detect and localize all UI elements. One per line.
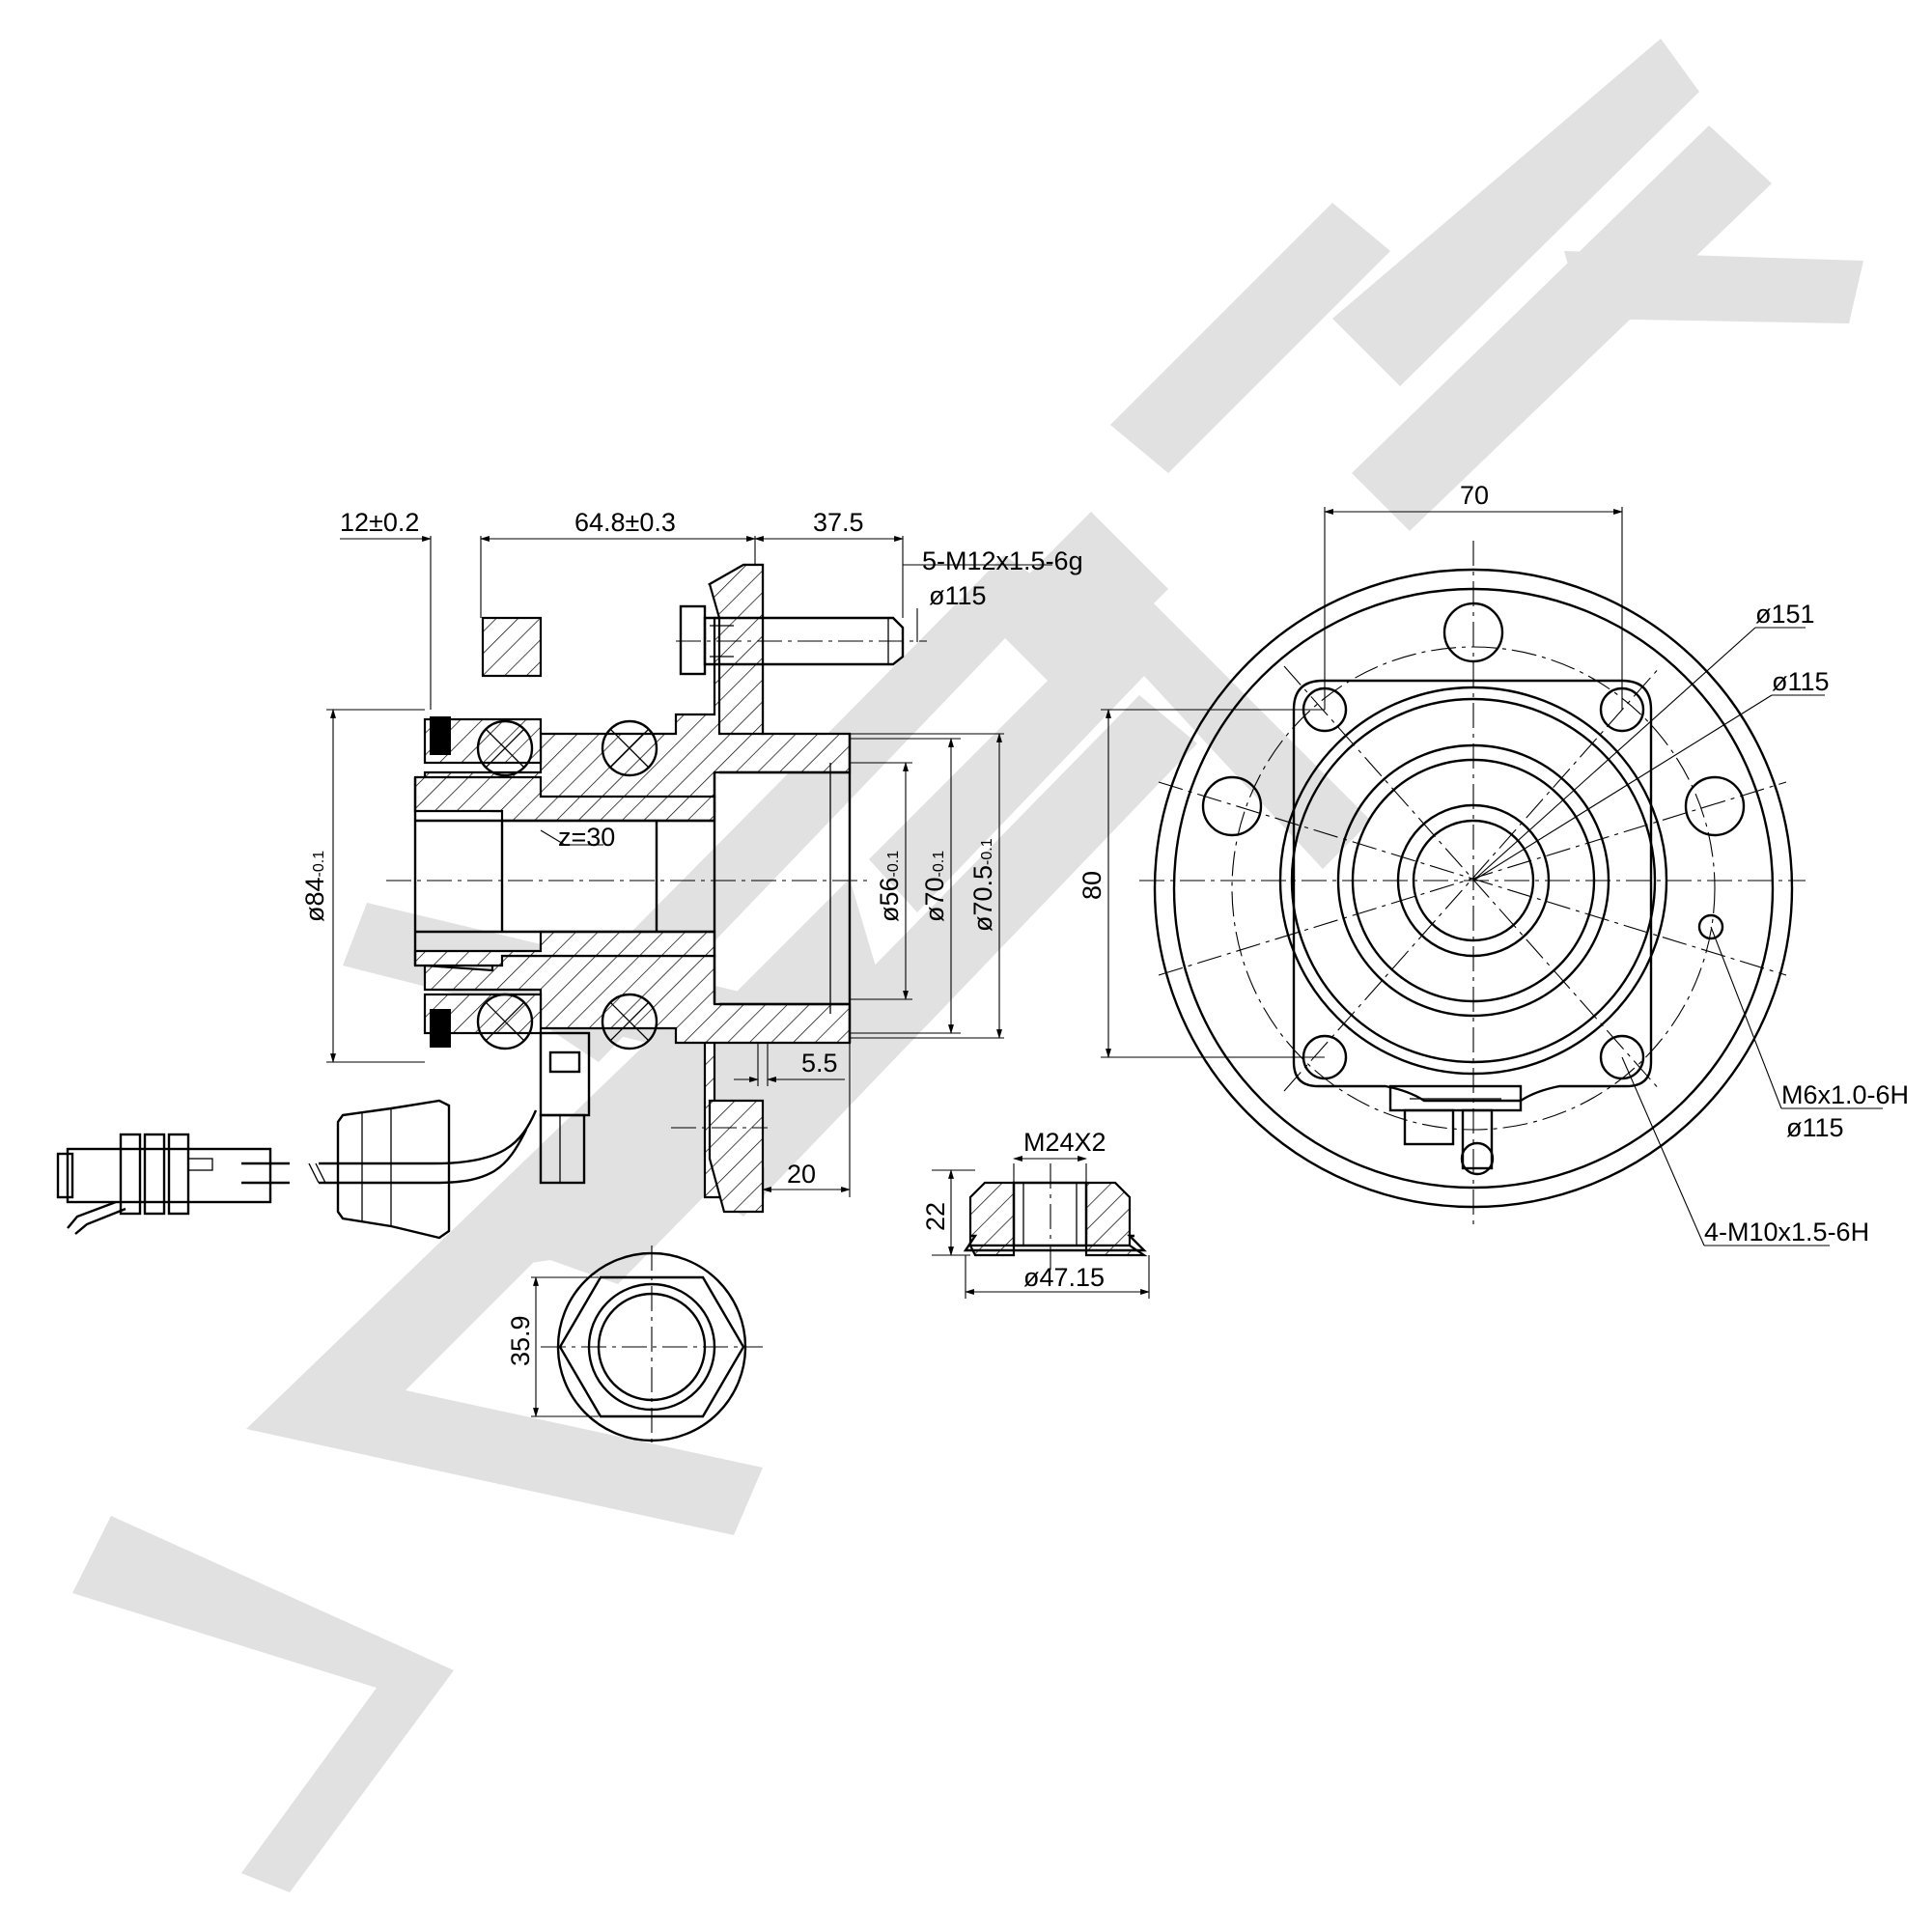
dim-flange-thickness: 20 — [787, 1160, 816, 1189]
dim-abs-teeth: z=30 — [558, 823, 615, 852]
dim-flange-step: 5.5 — [801, 1049, 838, 1078]
dim-sensor-circle: ø115 — [1786, 1113, 1844, 1142]
dim-flange-offset: 12±0.2 — [340, 508, 419, 537]
dim-stud-length: 37.5 — [813, 508, 864, 537]
watermark-logo — [72, 39, 1863, 1892]
dim-mount-spacing-h: 70 — [1460, 481, 1489, 510]
dim-nut-thread: M24X2 — [1023, 1128, 1106, 1157]
wheel-stud — [679, 604, 905, 676]
dim-bearing-width: 64.8±0.3 — [574, 508, 676, 537]
dim-mount-spacing-v: 80 — [1078, 871, 1106, 900]
dim-pilot-inner: ø56-0.1 — [875, 851, 904, 922]
seal-lower — [430, 1009, 451, 1048]
bearing-ball-lower-left — [476, 993, 534, 1050]
dim-nut-flange-diameter: ø47.15 — [1023, 1263, 1105, 1292]
nut-side-view: M24X2 22 ø47.15 — [921, 1128, 1150, 1299]
dim-pilot-mid: ø70-0.1 — [920, 851, 949, 922]
side-section-view — [386, 563, 927, 1214]
dim-nut-across-flats: 35.9 — [506, 1315, 535, 1366]
bearing-ball-lower-right — [601, 993, 658, 1050]
bearing-ball-upper-left — [476, 719, 534, 777]
dim-stud-thread: 5-M12x1.5-6g — [922, 546, 1083, 575]
seal-upper — [430, 716, 451, 755]
dim-bolt-circle: ø115 — [1772, 667, 1830, 696]
dim-nut-height: 22 — [921, 1202, 950, 1231]
dim-mount-thread: 4-M10x1.5-6H — [1704, 1218, 1869, 1246]
dim-flange-diameter: ø151 — [1755, 600, 1815, 629]
sensor-hole — [1697, 913, 1724, 940]
bearing-ball-upper-right — [601, 719, 658, 777]
abs-sensor-cable — [56, 1099, 538, 1240]
front-view-dimensions: 70 80 ø151 ø115 M6x1.0-6H ø115 4-M10x1.5… — [1078, 481, 1909, 1246]
hub-front-view — [1139, 541, 1806, 1226]
dim-outer-diameter: ø84-0.1 — [300, 851, 329, 922]
side-view-labels: 12±0.2 64.8±0.3 37.5 5-M12x1.5-6g ø115 z… — [300, 508, 1083, 1189]
abs-sensor-body — [539, 1031, 591, 1185]
side-view-dimensions — [326, 536, 1052, 1197]
mount-hole-br — [1599, 1034, 1645, 1080]
dim-pilot-outer: ø70.5-0.1 — [968, 838, 997, 932]
stud-hole-left — [1201, 775, 1263, 837]
dim-sensor-thread: M6x1.0-6H — [1781, 1080, 1909, 1109]
dim-stud-circle: ø115 — [929, 581, 987, 610]
nut-front-view: 35.9 — [506, 1246, 763, 1448]
stud-hole-right — [1684, 775, 1746, 837]
